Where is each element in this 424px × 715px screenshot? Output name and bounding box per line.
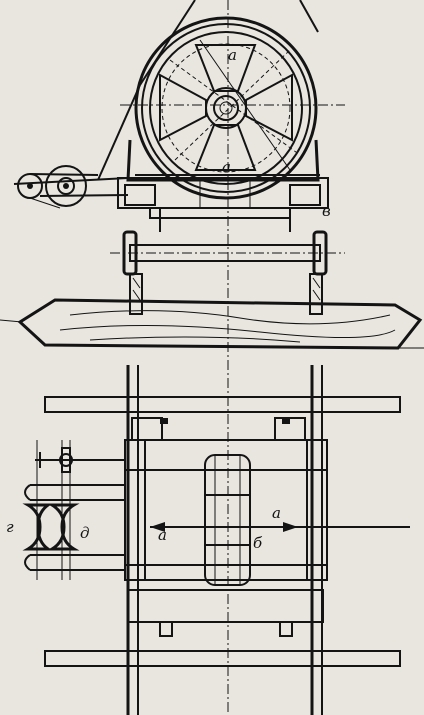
wheel-axle [110,230,345,315]
arrow-left [150,522,165,532]
rope-left [139,0,196,86]
label-wheel-bottom: а [222,158,231,176]
plan-view [22,365,410,715]
central-drum [204,454,251,586]
tension-pulley-arm [13,165,129,209]
bolt [160,418,168,424]
plan-sleeper-top [44,396,401,413]
rope-right [299,0,319,33]
flywheel [134,16,318,200]
label-plan-left: а [158,526,167,544]
rope-left-lower [97,84,141,181]
labels: а а в а а б г д [6,46,331,552]
label-plan-bottom: б [253,534,263,552]
label-wheel-top: а [228,46,237,64]
carriage-frame [124,417,328,637]
arrow-right [283,522,298,532]
label-plan-right: а [272,504,281,522]
label-roller-right: д [80,524,90,542]
label-roller-left: г [6,518,14,536]
wheel-frame [117,139,329,232]
label-frame: в [322,202,331,220]
wheel-spokes [159,44,293,171]
bolt [282,418,290,424]
roller-arm [22,440,125,580]
wooden-sleeper [0,298,424,350]
plan-sleeper-bottom [44,650,401,667]
